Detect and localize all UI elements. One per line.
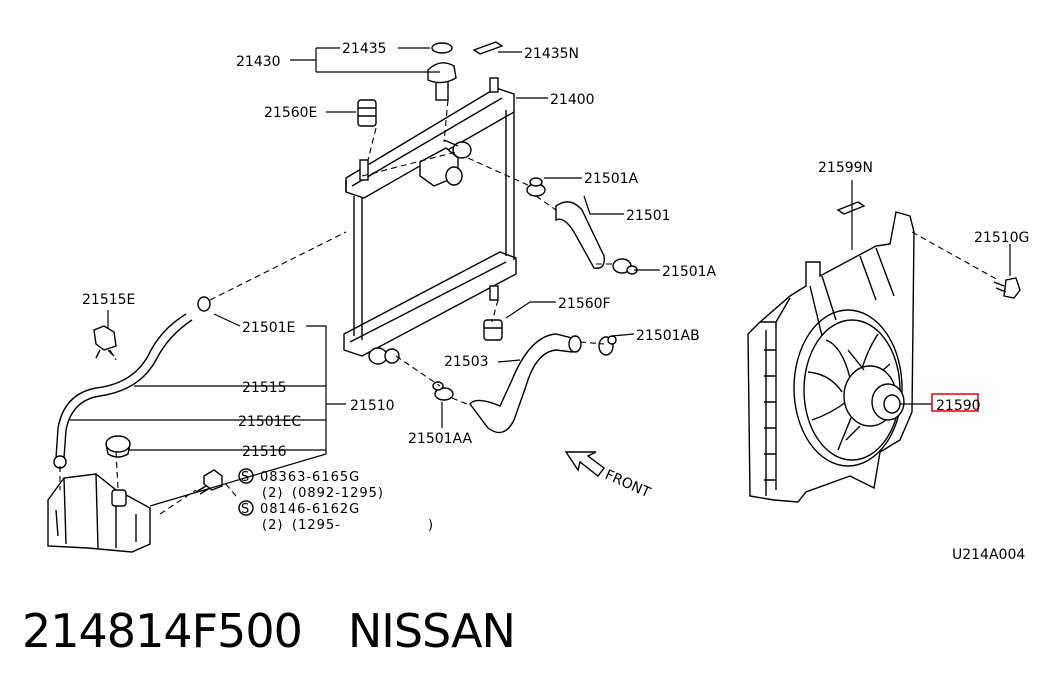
part-number: 214814F500 (22, 604, 303, 658)
lower-hose (469, 333, 576, 434)
brand-name: NISSAN (347, 604, 516, 658)
label-21516: 21516 (242, 444, 287, 460)
label-21503: 21503 (444, 354, 489, 370)
label-21430: 21430 (236, 54, 281, 70)
reservoir-cap (105, 435, 131, 453)
front-arrow-icon (564, 451, 605, 477)
mount-pin-upper (359, 159, 369, 181)
label-21560F: 21560F (558, 296, 611, 312)
radiator-cap (427, 42, 457, 84)
hose-clamp-lower (432, 381, 454, 401)
bolt2-code: 08146-6162G (260, 502, 360, 517)
hose-clip-21501E (197, 296, 211, 312)
label-21515E: 21515E (82, 292, 135, 308)
label-21501EC: 21501EC (238, 414, 301, 430)
label-21510: 21510 (350, 398, 395, 414)
reservoir-neck (111, 489, 127, 507)
s-symbol-1 (238, 468, 254, 484)
bolt1-range: (0892-1295) (292, 486, 384, 501)
hose-clip-bracket (93, 325, 117, 359)
shroud-bolt-icon (993, 277, 1021, 299)
front-label: FRONT (602, 467, 653, 501)
dash-hose-to-radiator (209, 231, 347, 301)
label-21510G: 21510G (974, 230, 1029, 246)
label-21599N: 21599N (818, 160, 873, 176)
label-21560E: 21560E (264, 105, 317, 121)
hose-clamp-upper-2 (612, 258, 638, 275)
reservoir-tank (47, 473, 151, 553)
mount-bushing-lower (483, 319, 503, 341)
motor-shaft (883, 394, 901, 414)
bolt2-range-end: ) (428, 518, 434, 533)
label-21435N: 21435N (524, 46, 579, 62)
caution-label-plate (472, 41, 504, 55)
s-symbol-2-text: S (241, 502, 250, 517)
cap-seal (431, 42, 453, 54)
hose-clamp-upper (526, 177, 546, 197)
label-21501AA: 21501AA (408, 431, 473, 447)
dash-bushing-upper (367, 127, 377, 161)
label-21590: 21590 (936, 398, 981, 414)
hose-clamp-lower-2 (598, 335, 617, 356)
reservoir-hose (55, 313, 187, 459)
label-21515: 21515 (242, 380, 287, 396)
mount-pin-top-right (489, 77, 499, 93)
upper-hose (555, 201, 605, 269)
fan-caution-label (836, 201, 866, 215)
s-symbol-2 (238, 500, 254, 516)
label-21501A-1: 21501A (584, 171, 639, 187)
label-21501AB: 21501AB (636, 328, 700, 344)
bolt1-code: 08363-6165G (260, 470, 360, 485)
label-21501: 21501 (626, 208, 671, 224)
bolt-icon (195, 469, 223, 495)
bolt1-qty: (2) (262, 486, 283, 501)
label-21501A-2: 21501A (662, 264, 717, 280)
diagram-code: U214A004 (952, 547, 1025, 563)
title-row: 214814F500 NISSAN (22, 596, 516, 666)
mount-pin-lower (489, 285, 499, 301)
label-21435: 21435 (342, 41, 387, 57)
mount-bushing-upper (357, 99, 377, 127)
fan-shroud-assembly (747, 211, 915, 503)
dash-shroud-bolt (911, 231, 999, 281)
label-21501E: 21501E (242, 320, 295, 336)
bolt2-qty: (2) (262, 518, 283, 533)
bolt2-range: (1295- (292, 518, 341, 533)
radiator-21400 (343, 77, 517, 365)
highlight-box (931, 393, 979, 412)
label-21400: 21400 (550, 92, 595, 108)
s-symbol-1-text: S (241, 470, 250, 485)
